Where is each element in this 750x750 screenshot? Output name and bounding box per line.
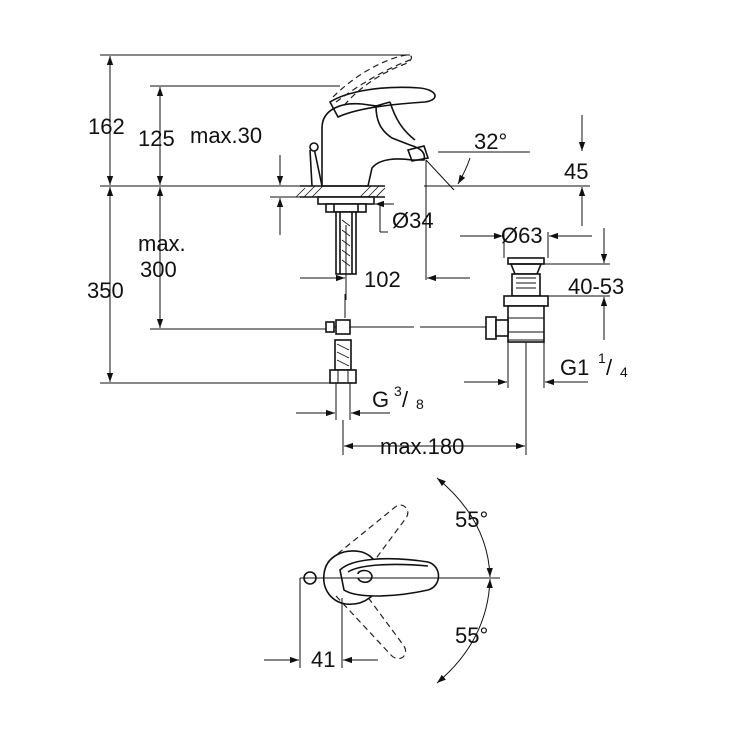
- waste-assembly: [485, 257, 549, 388]
- lift-rod-knob: [309, 142, 319, 152]
- svg-text:1: 1: [598, 350, 606, 366]
- dimension-lines: [100, 54, 610, 455]
- svg-text:/: /: [402, 387, 409, 412]
- deck-section: [295, 185, 386, 198]
- label-spout-angle: 32°: [474, 129, 507, 154]
- label-rod-offset: 41: [311, 647, 335, 672]
- label-overall-depth: 350: [87, 278, 124, 303]
- lever-raised-outline: [332, 54, 413, 109]
- label-outlet-height: 45: [564, 159, 588, 184]
- label-waste-diameter: Ø63: [501, 223, 543, 248]
- rod-connector: [485, 316, 497, 340]
- svg-text:8: 8: [416, 396, 424, 412]
- label-height-total: 162: [88, 114, 125, 139]
- spout-outlet: [406, 145, 430, 162]
- svg-text:/: /: [606, 355, 613, 380]
- svg-text:3: 3: [394, 383, 402, 399]
- label-height-spout: 125: [138, 126, 175, 151]
- label-pull-rod-distance: max.180: [380, 434, 464, 459]
- faucet-side-view: [295, 54, 486, 384]
- label-angle-up: 55°: [455, 507, 488, 532]
- dimension-labels: 162 125 max.30 32° 45 Ø34 Ø63 max. 300 3…: [87, 114, 628, 672]
- label-hole-diameter: Ø34: [392, 208, 434, 233]
- supply-nut: [329, 369, 357, 384]
- svg-text:4: 4: [620, 364, 628, 380]
- faucet-body: [321, 102, 426, 187]
- svg-text:G: G: [372, 387, 389, 412]
- label-spout-reach: 102: [364, 267, 401, 292]
- label-hose-length: 300: [140, 257, 177, 282]
- handle-swung-up: [329, 504, 409, 581]
- svg-text:G1: G1: [560, 355, 589, 380]
- label-waste-height: 40-53: [568, 274, 624, 299]
- label-angle-down: 55°: [455, 623, 488, 648]
- label-deck-thickness: max.30: [190, 123, 262, 148]
- pull-rod-clamp: [335, 319, 351, 335]
- label-supply-thread: G 3 / 8: [372, 383, 424, 412]
- label-waste-thread: G1 1 / 4: [560, 350, 628, 380]
- label-hose-max: max.: [138, 231, 186, 256]
- lever-handle: [328, 86, 436, 119]
- handle-swung-down: [335, 591, 407, 660]
- faucet-top-view: [264, 477, 500, 684]
